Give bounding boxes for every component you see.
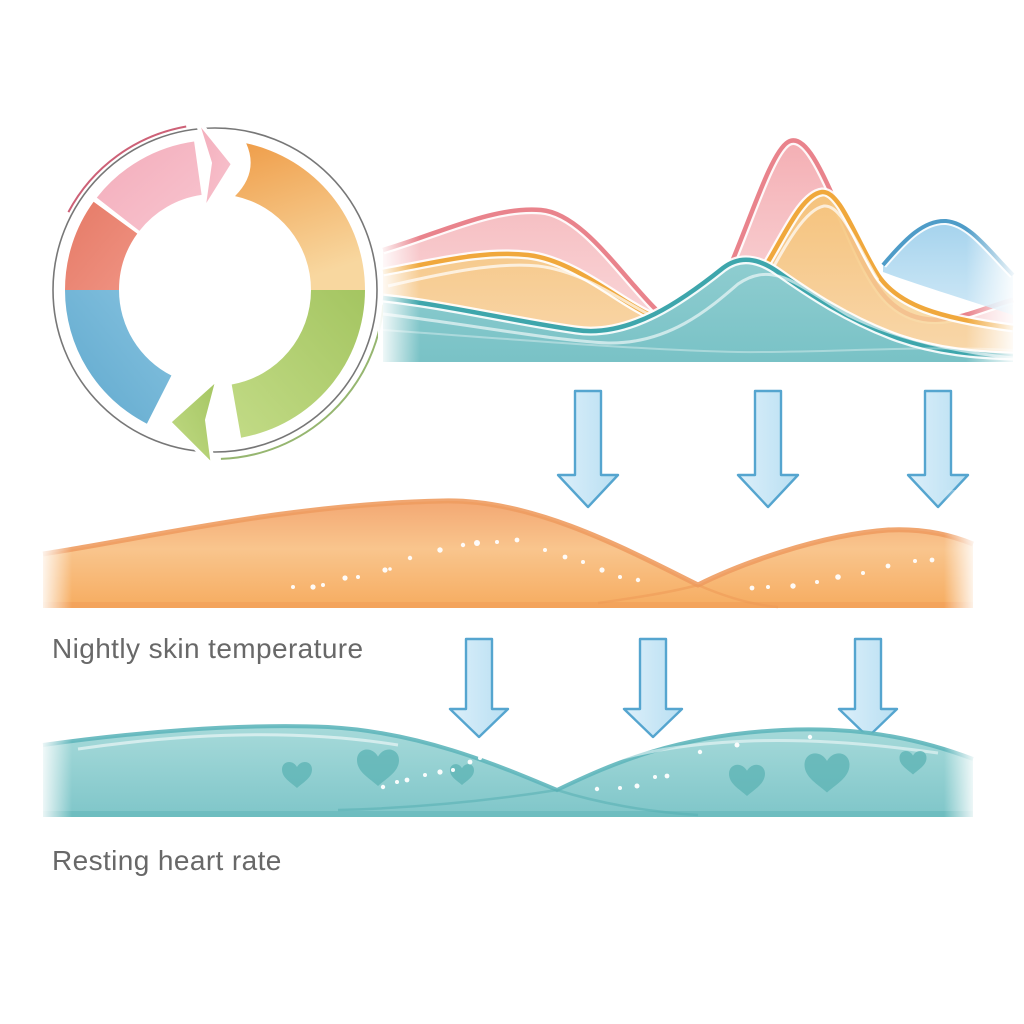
overlapping-waves-chart [378,100,1018,370]
heart-rate-dot-trail [380,734,813,792]
skin-temp-cross-line-2 [597,583,699,605]
heart-rate-wave-band [38,715,978,830]
teal-wave-highlight-2 [382,329,1014,354]
cycle-outline-accent-red [67,125,187,213]
down-arrow-icon [736,389,800,509]
heart-rate-cross-line [556,788,699,817]
orange-wave-highlight [387,263,661,322]
heart-rate-right-fade [944,715,978,830]
cycle-outline-circle [52,127,378,453]
heart-rate-band-highlight [77,733,399,751]
waves-left-fade [378,100,420,370]
down-arrow-icon [837,637,899,739]
waves-right-fade [966,100,1018,370]
skin-temp-dot-trail [291,537,935,591]
down-arrow-icon [448,637,510,739]
heart-rate-band-edge [42,724,974,793]
heart-icons [282,749,927,796]
cycle-segment-blue [64,290,172,424]
cycle-segment-green [231,290,365,438]
teal-wave-highlight [382,273,1014,360]
cycle-arrowhead-top-icon [194,116,235,214]
skin-temperature-label: Nightly skin temperature [52,633,364,664]
teal-wave-line [382,257,1014,359]
skin-temperature-wave-band [38,490,978,620]
cycle-segment-red [64,201,138,290]
resting-heart-rate-label: Resting heart rate [52,845,282,876]
cycle-outline-accent-green [220,304,385,460]
down-arrow-icon [556,389,620,509]
heart-rate-band-base [43,811,973,817]
heart-rate-cross-line-2 [337,788,558,812]
skin-temp-band-edge [42,498,974,588]
cycle-segment-pink [96,141,202,231]
heart-rate-left-fade [38,715,72,830]
skin-temp-left-fade [38,490,72,620]
skin-temp-band-area [43,500,973,608]
cycle-segment-orange [235,143,365,290]
down-arrow-icon [622,637,684,739]
cycle-arrowhead-bottom-icon [167,376,220,468]
orange-wave-highlight-2 [756,204,880,296]
skin-temp-band-base [43,602,973,608]
heart-rate-band-highlight-2 [597,739,939,767]
skin-temp-right-fade [944,490,978,620]
sleep-cycle-icon [52,116,385,468]
